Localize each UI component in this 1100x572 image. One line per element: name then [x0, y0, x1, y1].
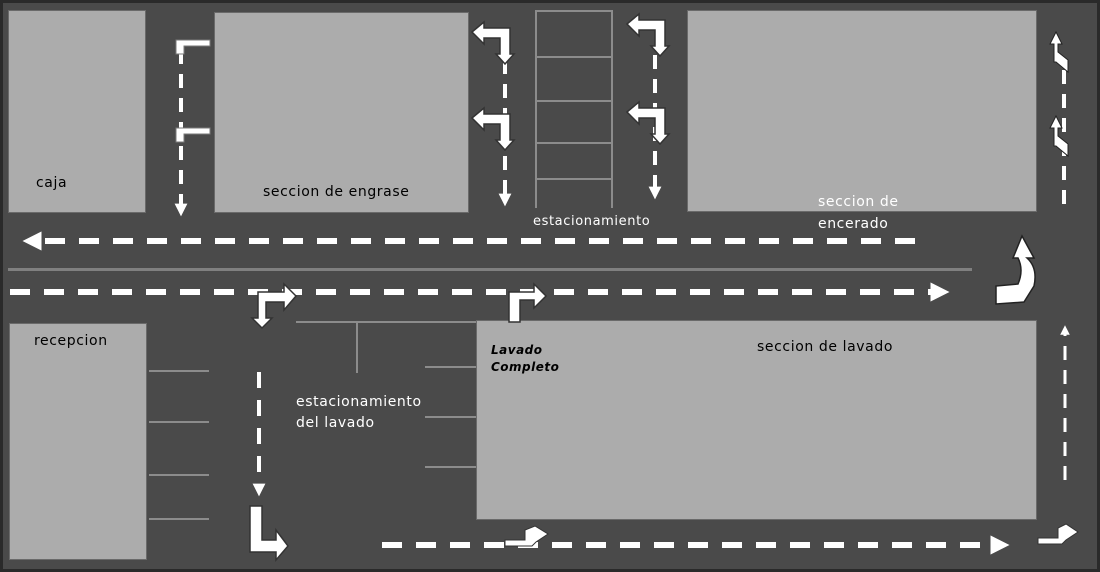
recepcion-label: recepcion — [34, 333, 108, 349]
estacionamiento-lavado-label-line1: estacionamiento — [296, 394, 422, 410]
engrase-label: seccion de engrase — [263, 184, 410, 200]
u-turn-arrow-icon — [995, 234, 1036, 305]
estacionamiento-label: estacionamiento — [533, 214, 651, 229]
lavado-completo-label-line2: Completo — [491, 360, 560, 374]
small-turn-arrow-icon — [504, 523, 1079, 547]
lavado-label: seccion de lavado — [757, 339, 894, 355]
encerado-block — [687, 10, 1037, 212]
encerado-label-line1: seccion de — [818, 194, 899, 210]
turn-arrow-icon — [175, 39, 211, 143]
lavado-completo-label-line1: Lavado — [491, 343, 543, 357]
road-divider — [8, 268, 972, 271]
caja-label: caja — [36, 175, 68, 191]
up-arrow-icon — [1049, 30, 1069, 158]
caja-block — [8, 10, 146, 213]
exit-turn-arrow-icon — [249, 505, 289, 563]
left-turn-arrow-icon — [470, 12, 671, 152]
right-turn-arrow-icon — [250, 282, 548, 330]
encerado-label-line2: encerado — [818, 216, 889, 232]
engrase-block — [214, 12, 469, 213]
recepcion-block — [9, 323, 147, 560]
lavado-block — [476, 320, 1037, 520]
estacionamiento-lavado-label-line2: del lavado — [296, 415, 375, 431]
